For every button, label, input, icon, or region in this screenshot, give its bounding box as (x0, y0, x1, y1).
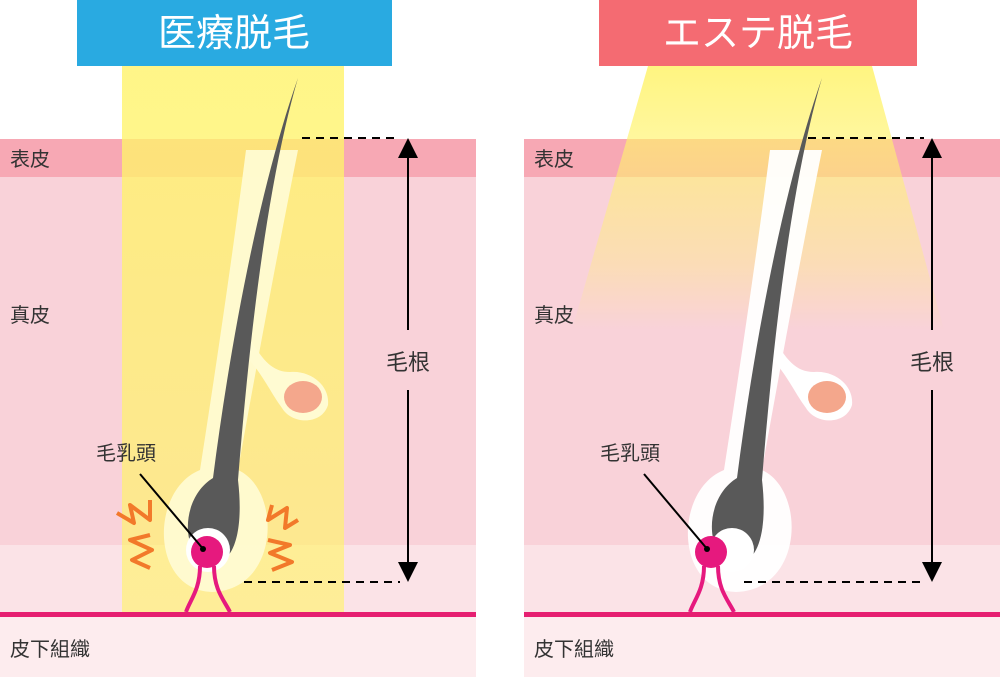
title-badge-medical (77, 0, 392, 66)
title-badge-esthetic (599, 0, 917, 66)
subcutis-boundary-line (0, 612, 476, 617)
panel-title-esthetic: エステ脱毛 (663, 11, 853, 55)
panel-medical: 毛根 毛乳頭 表皮 真皮 皮下組織 医療脱毛 (0, 0, 476, 677)
root-arrow-down-head (398, 562, 418, 582)
subcutis-layer (0, 617, 476, 677)
root-arrow-up-head (922, 138, 942, 158)
hair-root-label: 毛根 (910, 351, 954, 376)
papilla-pointer-line (139, 473, 205, 551)
subcutis-label: 皮下組織 (534, 637, 614, 661)
esthetic-light-beam (572, 66, 944, 330)
root-arrow-down-head (922, 562, 942, 582)
papilla-label: 毛乳頭 (600, 441, 660, 465)
papilla-label: 毛乳頭 (96, 441, 156, 465)
epidermis-label: 表皮 (10, 147, 50, 171)
subcutis-layer (524, 617, 1000, 677)
papilla-stalk (184, 565, 232, 613)
sebaceous-gland-core (808, 381, 846, 413)
dermis-label: 真皮 (534, 303, 574, 327)
papilla-reaction-flash (115, 500, 300, 572)
dermis-label: 真皮 (10, 303, 50, 327)
panel-title-medical: 医療脱毛 (158, 11, 310, 55)
root-arrow-up-head (398, 138, 418, 158)
sebaceous-gland-core (284, 381, 322, 413)
subcutis-label: 皮下組織 (10, 637, 90, 661)
papilla-pointer-line (643, 473, 709, 551)
hair-root-label: 毛根 (386, 351, 430, 376)
papilla-stalk (688, 565, 736, 613)
panel-esthetic: 毛根 毛乳頭 表皮 真皮 皮下組織 エステ脱毛 (524, 0, 1000, 677)
hair-shaft (711, 78, 822, 564)
subcutis-boundary-line (524, 612, 1000, 617)
epidermis-label: 表皮 (534, 147, 574, 171)
hair-shaft (187, 78, 298, 564)
